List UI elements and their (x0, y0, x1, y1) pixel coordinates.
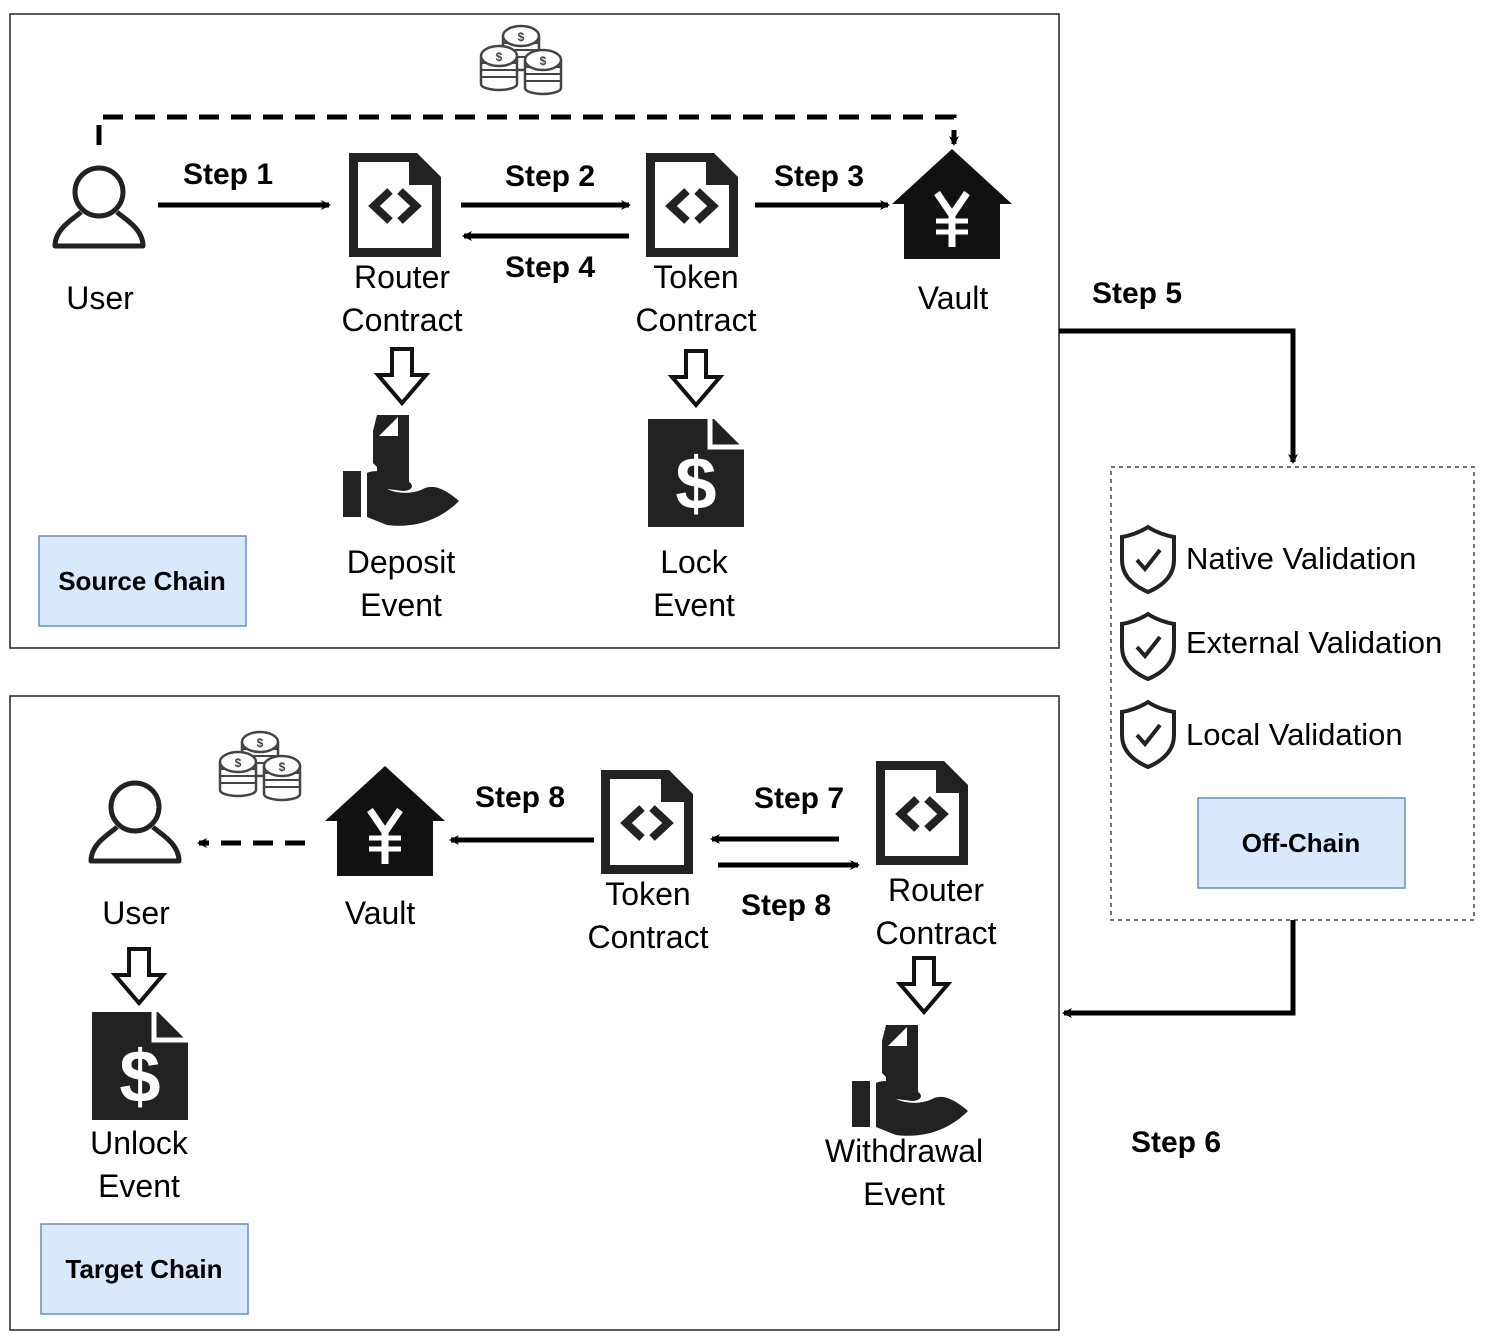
source-chain-tag (38, 535, 247, 627)
token-contract-label-line1: Token (653, 259, 738, 295)
step3-label: Step 3 (774, 160, 864, 193)
step4-label: Step 4 (505, 251, 595, 284)
token-contract-icon (646, 153, 738, 257)
target-chain-box (9, 695, 1060, 1331)
vault-icon (892, 149, 1012, 259)
unlock-event-label-line1: Unlock (90, 1125, 189, 1161)
unlock-event-label-line2: Event (98, 1168, 180, 1204)
router-contract-label-line1: Router (354, 259, 450, 295)
token-contract-icon (601, 770, 693, 874)
target-router-label-line2: Contract (876, 915, 997, 951)
shield-check-icon (1120, 525, 1176, 594)
coins-icon (220, 732, 300, 800)
router-contract-label-line2: Contract (342, 302, 463, 338)
source-chain-tag-label: Source Chain (58, 566, 226, 596)
off-chain-tag (1197, 797, 1406, 889)
deposit-event-label-line1: Deposit (347, 544, 456, 580)
step8-left-label: Step 8 (475, 781, 565, 814)
vault-icon (325, 766, 445, 876)
vault-label: Vault (918, 280, 989, 316)
withdrawal-event-label-line2: Event (863, 1176, 945, 1212)
withdrawal-event-icon (852, 1025, 968, 1136)
off-chain-tag-label: Off-Chain (1242, 828, 1360, 858)
user-icon (55, 168, 143, 246)
native-validation-label: Native Validation (1186, 541, 1416, 576)
lock-event-label-line2: Event (653, 587, 735, 623)
lock-event-label-line1: Lock (660, 544, 729, 580)
unlock-event-icon (92, 1012, 188, 1120)
step6-arrow (1062, 920, 1296, 1018)
target-router-label-line1: Router (888, 872, 984, 908)
router-contract-icon (349, 153, 441, 257)
down-arrow-icon (670, 349, 722, 407)
shield-check-icon (1120, 612, 1176, 681)
dashed-transfer-arrow (96, 114, 959, 146)
step5-label: Step 5 (1092, 277, 1182, 310)
user-icon (91, 783, 179, 861)
target-chain-tag-label: Target Chain (66, 1254, 223, 1284)
target-token-label-line1: Token (605, 876, 690, 912)
target-chain-tag (40, 1223, 249, 1315)
step5-arrow (1059, 328, 1298, 464)
withdrawal-event-label-line1: Withdrawal (825, 1133, 983, 1169)
external-validation-label: External Validation (1186, 625, 1442, 660)
shield-check-icon (1120, 700, 1176, 769)
coins-icon (481, 26, 561, 94)
down-arrow-icon (113, 947, 165, 1005)
user-label: User (66, 280, 134, 316)
deposit-event-icon (343, 415, 459, 526)
target-vault-label: Vault (345, 895, 416, 931)
router-contract-icon (876, 761, 968, 865)
step7-label: Step 7 (754, 782, 844, 815)
token-contract-label-line2: Contract (636, 302, 757, 338)
lock-event-icon (648, 419, 744, 527)
local-validation-label: Local Validation (1186, 717, 1403, 752)
down-arrow-icon (376, 347, 428, 405)
down-arrow-icon (898, 956, 950, 1014)
step6-label: Step 6 (1131, 1126, 1221, 1159)
step2-label: Step 2 (505, 160, 595, 193)
step1-label: Step 1 (183, 158, 273, 191)
deposit-event-label-line2: Event (360, 587, 442, 623)
target-user-label: User (102, 895, 170, 931)
target-token-label-line2: Contract (588, 919, 709, 955)
step8-bottom-label: Step 8 (741, 889, 831, 922)
